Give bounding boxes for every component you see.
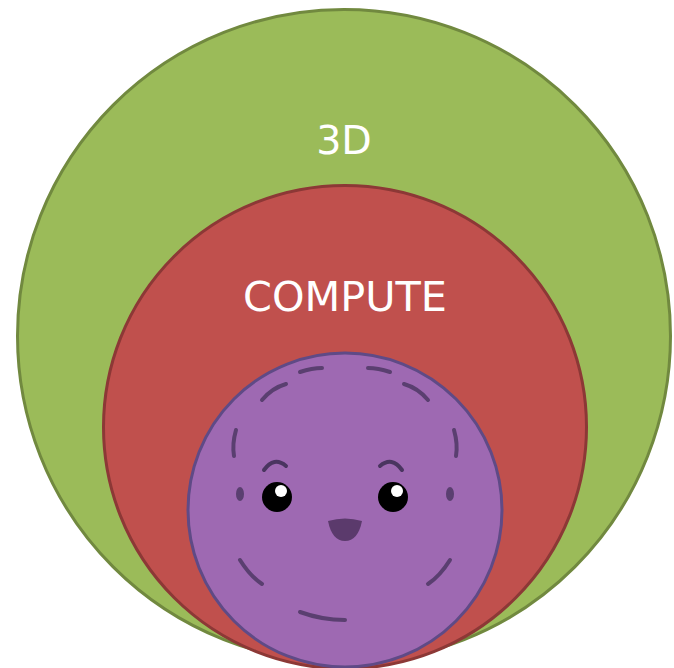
circle-label: 3D <box>16 117 672 165</box>
character-creases <box>233 368 456 620</box>
outer-circle: 3D COMPUTE <box>16 8 672 664</box>
inner-circle: COMPUTE <box>102 184 588 668</box>
circle-fill <box>104 186 587 668</box>
character-eyes <box>262 482 408 512</box>
character-cheeks <box>236 487 454 501</box>
circle-outline <box>102 184 588 668</box>
character-body <box>188 353 502 667</box>
character-eyebrows <box>264 462 402 470</box>
character-mouth <box>328 519 362 542</box>
circle-label: COMPUTE <box>102 273 588 323</box>
